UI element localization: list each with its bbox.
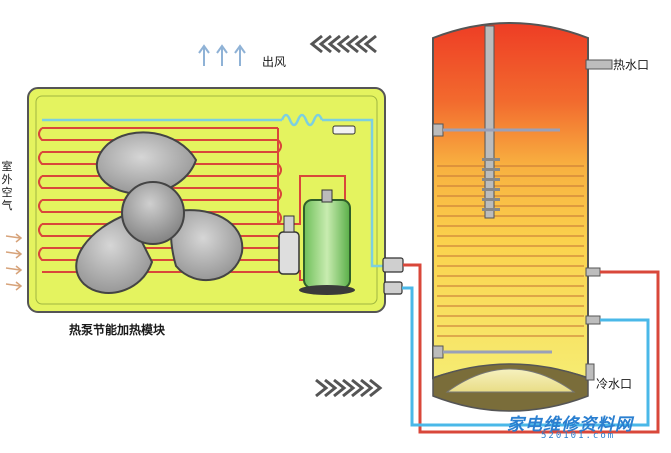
cold-inlet-pipe <box>585 363 595 381</box>
air-in-arrows <box>5 233 23 291</box>
fan-icon <box>75 131 244 294</box>
chevrons-bottom <box>315 378 383 398</box>
anode-rod <box>482 25 500 219</box>
tank-coil <box>437 165 584 337</box>
hot-outlet-pipe <box>585 59 613 70</box>
watermark-text: 家电维修资料网 <box>507 415 633 435</box>
chevrons-top <box>309 34 377 54</box>
condenser-line <box>42 113 392 268</box>
connection-valves <box>382 257 404 295</box>
module-label: 热泵节能加热模块 <box>69 323 166 337</box>
outdoor-air-label: 室外空气 <box>1 160 13 212</box>
receiver-icon <box>278 215 300 275</box>
heat-pump-module <box>27 87 404 313</box>
watermark-url: 520101.com <box>541 431 616 441</box>
hot-water-outlet-label: 热水口 <box>613 58 650 72</box>
air-out-arrows <box>198 44 246 66</box>
compressor-icon <box>299 189 355 295</box>
cold-water-inlet-label: 冷水口 <box>596 377 633 391</box>
sensor <box>332 125 356 135</box>
water-pipes <box>402 263 660 434</box>
site-watermark: 家电维修资料网 520101.com <box>507 410 667 444</box>
electric-heater <box>432 123 560 359</box>
water-tank <box>432 22 613 412</box>
air-out-label: 出风 <box>262 55 287 69</box>
